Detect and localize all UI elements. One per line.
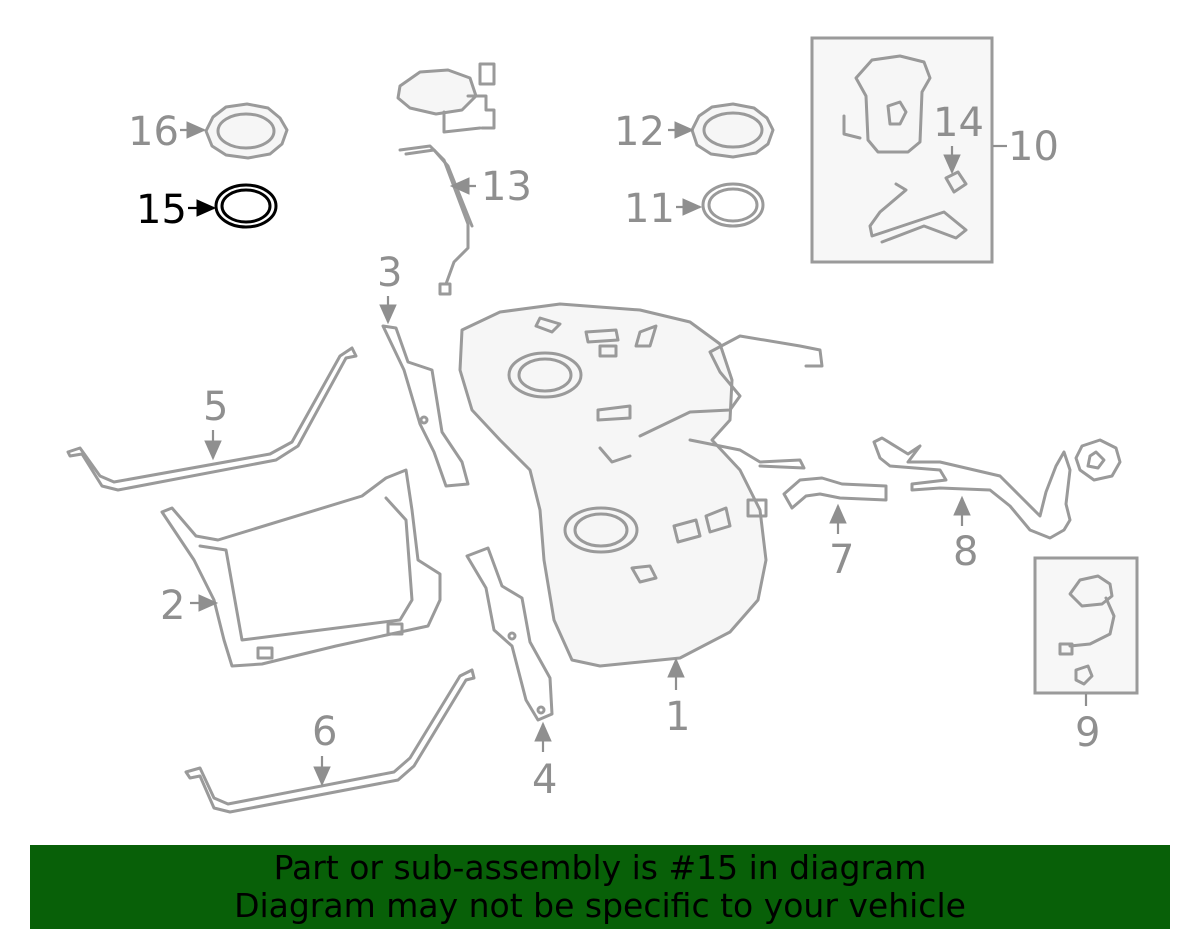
callout-14[interactable]: 14: [933, 100, 984, 146]
part-12-lock-ring[interactable]: [690, 102, 775, 159]
callout-13[interactable]: 13: [481, 164, 532, 210]
callout-4[interactable]: 4: [532, 757, 557, 803]
callout-9[interactable]: 9: [1075, 710, 1100, 756]
part-6-strap[interactable]: [184, 668, 476, 814]
part-9-fuel-cap[interactable]: [1058, 574, 1116, 686]
part-9-box[interactable]: [1033, 556, 1139, 695]
banner-line-2: Diagram may not be specific to your vehi…: [234, 886, 966, 925]
part-15-gasket[interactable]: [214, 183, 278, 229]
callout-5[interactable]: 5: [203, 384, 228, 430]
part-7-hose[interactable]: [782, 476, 888, 510]
callout-16[interactable]: 16: [128, 109, 179, 155]
callout-11[interactable]: 11: [624, 186, 675, 232]
callout-8[interactable]: 8: [953, 529, 978, 575]
banner-line-1: Part or sub-assembly is #15 in diagram: [273, 848, 927, 887]
callout-7[interactable]: 7: [829, 537, 854, 583]
part-2-protector[interactable]: [160, 468, 442, 668]
info-banner: Part or sub-assembly is #15 in diagram D…: [30, 845, 1170, 929]
part-10-fuel-pump[interactable]: [842, 54, 932, 154]
part-5-strap[interactable]: [66, 346, 358, 492]
callout-1[interactable]: 1: [665, 694, 690, 740]
callout-6[interactable]: 6: [312, 709, 337, 755]
parts-diagram: 16 15 13 12 11 14 10: [66, 36, 1139, 814]
part-16-lock-ring[interactable]: [204, 102, 289, 160]
part-11-gasket[interactable]: [701, 182, 765, 228]
callout-10[interactable]: 10: [1008, 124, 1059, 170]
part-1-fuel-tank[interactable]: [458, 302, 824, 668]
part-8-filler-pipe[interactable]: [872, 436, 1122, 540]
callout-15[interactable]: 15: [136, 187, 187, 233]
part-13-fuel-pump-assembly[interactable]: [396, 62, 496, 296]
callout-12[interactable]: 12: [614, 109, 665, 155]
part-3-bracket[interactable]: [381, 324, 470, 488]
callout-3[interactable]: 3: [377, 250, 402, 296]
part-4-bracket[interactable]: [465, 546, 554, 722]
callout-2[interactable]: 2: [160, 583, 185, 629]
